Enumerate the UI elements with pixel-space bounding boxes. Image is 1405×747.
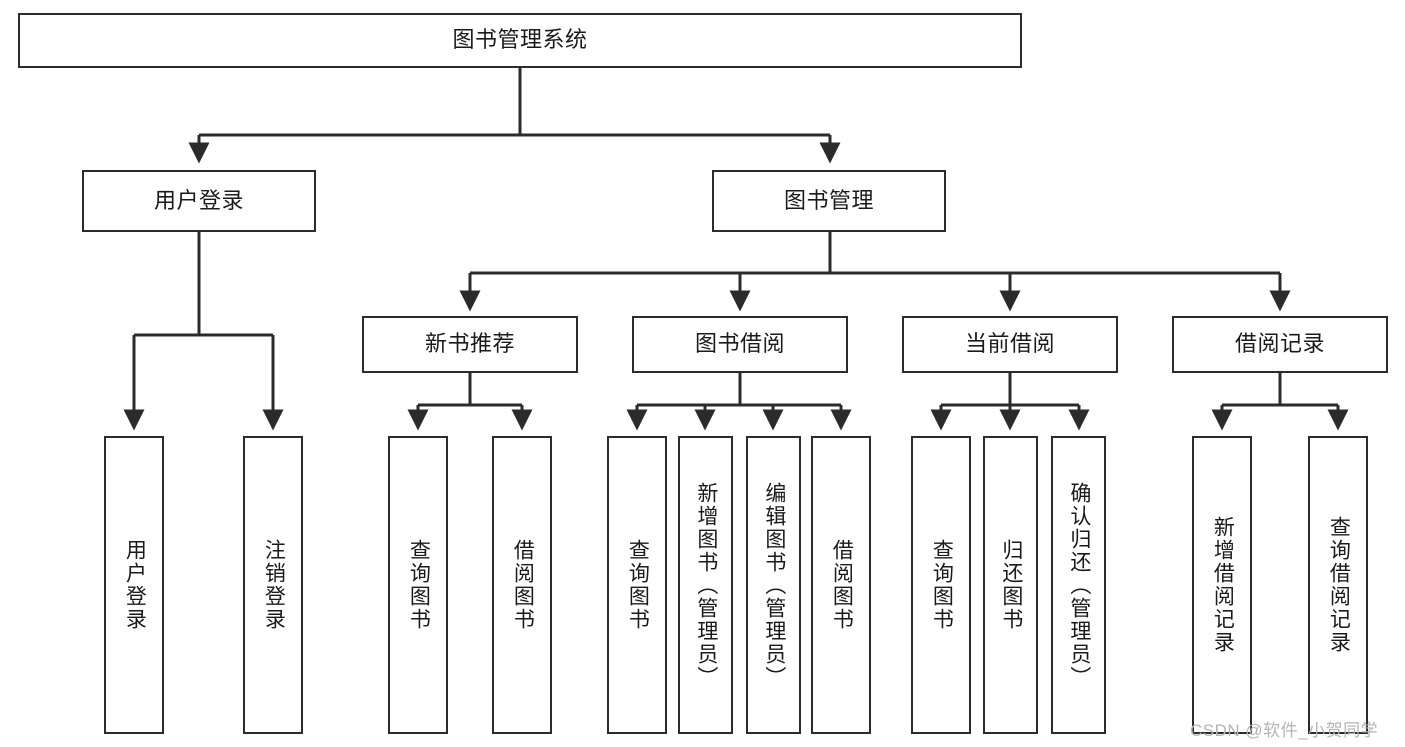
node-label: 当前借阅 (964, 331, 1055, 357)
node-label: 借阅图书 (830, 539, 854, 631)
leaf-new-book-query-books[interactable]: 查询图书 (388, 436, 448, 734)
node-label: 图书借阅 (694, 331, 785, 357)
node-label: 用户登录 (153, 187, 244, 213)
node-current-borrow[interactable]: 当前借阅 (902, 316, 1118, 373)
node-label: 查询图书 (930, 539, 954, 631)
node-root-library-system[interactable]: 图书管理系统 (18, 13, 1022, 68)
leaf-book-borrow-add-book-admin[interactable]: 新增图书（管理员） (678, 436, 733, 734)
node-label: 归还图书 (999, 539, 1023, 631)
leaf-current-borrow-return-books[interactable]: 归还图书 (983, 436, 1038, 734)
node-label: 编辑图书（管理员） (762, 481, 786, 689)
leaf-current-borrow-query-books[interactable]: 查询图书 (911, 436, 971, 734)
node-label: 用户登录 (123, 539, 147, 631)
leaf-book-borrow-query-books[interactable]: 查询图书 (607, 436, 667, 734)
leaf-user-login-login[interactable]: 用户登录 (104, 436, 164, 734)
node-label: 新增借阅记录 (1211, 516, 1235, 654)
node-label: 图书管理 (783, 187, 874, 213)
node-new-book-recommend[interactable]: 新书推荐 (362, 316, 578, 373)
node-label: 查询图书 (626, 539, 650, 631)
node-book-borrow[interactable]: 图书借阅 (632, 316, 848, 373)
leaf-user-login-logout[interactable]: 注销登录 (243, 436, 303, 734)
node-label: 借阅记录 (1234, 331, 1325, 357)
node-label: 图书管理系统 (452, 27, 588, 53)
node-label: 查询图书 (407, 539, 431, 631)
leaf-borrow-records-add-record[interactable]: 新增借阅记录 (1192, 436, 1252, 734)
node-borrow-records[interactable]: 借阅记录 (1172, 316, 1388, 373)
node-label: 确认归还（管理员） (1067, 481, 1091, 689)
node-user-login[interactable]: 用户登录 (82, 170, 316, 232)
leaf-borrow-records-query-record[interactable]: 查询借阅记录 (1308, 436, 1368, 734)
leaf-new-book-borrow-books[interactable]: 借阅图书 (492, 436, 552, 734)
node-label: 借阅图书 (511, 539, 535, 631)
node-book-management[interactable]: 图书管理 (712, 170, 946, 232)
node-label: 注销登录 (262, 539, 286, 631)
leaf-current-borrow-confirm-return-admin[interactable]: 确认归还（管理员） (1051, 436, 1106, 734)
leaf-book-borrow-borrow-books[interactable]: 借阅图书 (811, 436, 871, 734)
leaf-book-borrow-edit-book-admin[interactable]: 编辑图书（管理员） (746, 436, 801, 734)
node-label: 查询借阅记录 (1327, 516, 1351, 654)
node-label: 新增图书（管理员） (694, 481, 718, 689)
node-label: 新书推荐 (424, 331, 515, 357)
